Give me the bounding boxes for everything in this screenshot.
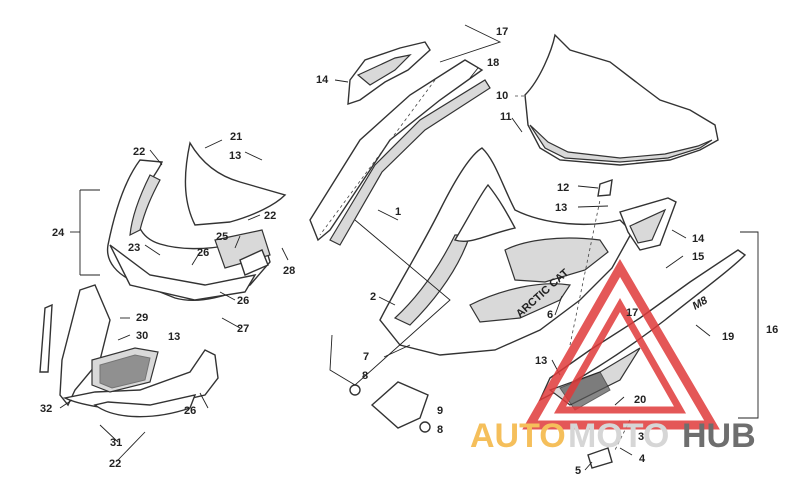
callout-30: 30	[136, 330, 148, 342]
callout-22a: 22	[133, 146, 145, 158]
watermark-triangle-inner	[553, 297, 687, 414]
callout-17a: 17	[496, 26, 508, 38]
callout-14a: 14	[316, 74, 329, 86]
callout-4: 4	[639, 453, 646, 465]
callout-13b: 13	[168, 331, 180, 343]
watermark-triangle	[522, 259, 720, 430]
callout-8b: 8	[437, 424, 443, 436]
callout-28: 28	[283, 265, 295, 277]
callout-13d: 13	[535, 355, 547, 367]
leader-lines	[59, 24, 759, 471]
watermark-brand-mid: MOTO	[568, 417, 669, 455]
top-bracket-assembly	[309, 41, 491, 246]
callout-13c: 13	[555, 202, 567, 214]
callout-6: 6	[547, 309, 553, 321]
callout-8a: 8	[362, 370, 368, 382]
callout-11: 11	[500, 111, 512, 123]
callout-16: 16	[766, 324, 778, 336]
callout-14b: 14	[692, 233, 705, 245]
callout-26a: 26	[197, 247, 209, 259]
callout-10: 10	[496, 90, 508, 102]
main-hood	[379, 147, 633, 356]
callout-29: 29	[136, 312, 148, 324]
lower-intake-assembly	[39, 284, 219, 418]
callout-18: 18	[487, 57, 499, 69]
windshield	[524, 33, 719, 166]
callout-7: 7	[363, 351, 369, 363]
callout-22b: 22	[264, 210, 276, 222]
callout-31: 31	[110, 437, 122, 449]
callout-19: 19	[722, 331, 734, 343]
callout-5: 5	[575, 465, 581, 477]
callout-13a: 13	[229, 150, 241, 162]
watermark-brand-left: AUTO	[470, 417, 566, 455]
callout-9: 9	[437, 405, 443, 417]
callout-1: 1	[395, 206, 401, 218]
side-panel	[538, 197, 747, 411]
callout-20: 20	[634, 394, 646, 406]
callout-15: 15	[692, 251, 704, 263]
watermark-brand-right: HUB	[682, 417, 756, 455]
callout-12: 12	[557, 182, 569, 194]
callout-22c: 22	[109, 458, 121, 470]
callout-2: 2	[370, 291, 376, 303]
callout-23: 23	[128, 242, 140, 254]
nose-pan-assembly	[106, 141, 287, 302]
watermark: AUTO MOTO HUB	[470, 259, 756, 455]
callout-labels: 1 2 3 4 5 6 7 8 8 9 10 11 12 13 13 13 13…	[40, 26, 778, 477]
callout-24: 24	[52, 227, 65, 239]
callout-25: 25	[216, 231, 228, 243]
callout-32: 32	[40, 403, 52, 415]
callout-26b: 26	[237, 295, 249, 307]
callout-26c: 26	[184, 405, 196, 417]
callout-21: 21	[230, 131, 242, 143]
callout-27: 27	[237, 323, 249, 335]
callout-17b: 17	[626, 307, 638, 319]
callout-3: 3	[638, 431, 644, 443]
